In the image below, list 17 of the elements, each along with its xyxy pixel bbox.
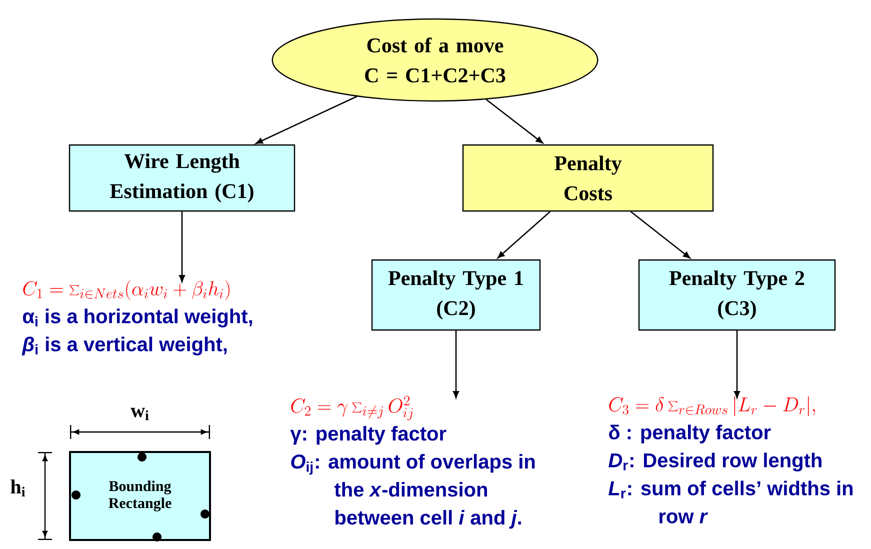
- equation-text: $C_3 = \delta \sum_{r \in Rows} |L_r - D_r|,$ δ : penalty factor D$_{r}$: Desired row length L$_{r}$: sum of cells’ widths in row r: [608, 396, 853, 524]
- arrow: [256, 96, 357, 144]
- arrow: [179, 212, 185, 282]
- bounding-rectangle: Bounding Rectangle: [69, 451, 211, 541]
- arrow: [630, 211, 690, 258]
- equation-text: $C_2 = \gamma \sum_{i \neq j} O^2_{ij}$ γ: penalty factor O$_{ij}$: amount of overlaps in the x-dimension between cell i and j.: [290, 396, 535, 529]
- dimension-label: w$_{i}$: [130, 408, 149, 420]
- arrow: [486, 98, 544, 144]
- dimension-label: h$_{i}$: [10, 480, 26, 496]
- process-box: Penalty Type 1 (C2): [371, 259, 541, 331]
- process-box: Penalty Type 2 (C3): [638, 259, 836, 331]
- process-box: Wire Length Estimation (C1): [68, 144, 296, 212]
- equation-text: $C_1 = \sum_{i \in Nets}(\alpha_i w_i + \beta_i h_i)$ α$_{i}$ is a horizontal weight, β$_{i}$ is a vertical weight,: [22, 280, 252, 356]
- process-box: Penalty Costs: [462, 144, 714, 212]
- arrow: [453, 330, 459, 398]
- arrow: [497, 211, 551, 258]
- arrow: [734, 330, 740, 398]
